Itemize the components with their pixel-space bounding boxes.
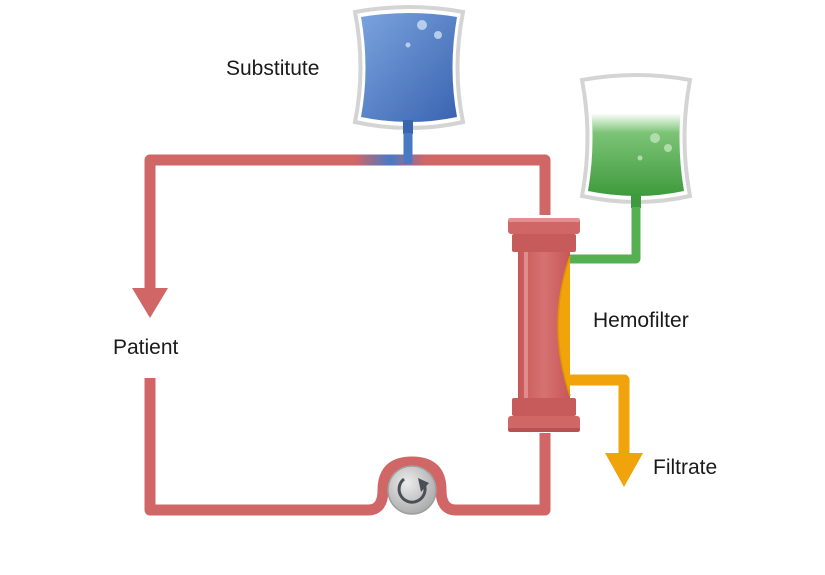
roller-pump <box>387 465 437 515</box>
ultrafiltrate-bag <box>570 73 693 264</box>
arrow-filtrate <box>605 453 643 487</box>
hemofilter <box>508 218 580 432</box>
substitute-mix-zone <box>355 154 425 166</box>
arrow-to-patient <box>132 288 168 318</box>
label-substitute: Substitute <box>226 57 320 80</box>
blood-line-top-left <box>144 154 551 292</box>
blood-circuit <box>144 154 551 516</box>
label-patient: Patient <box>113 336 179 359</box>
label-filtrate: Filtrate <box>653 456 718 479</box>
blood-line-bottom <box>144 378 551 516</box>
filtrate-line <box>565 374 643 487</box>
substitute-bag <box>352 5 466 164</box>
rotation-arrow-icon <box>397 477 429 504</box>
label-hemofilter: Hemofilter <box>593 309 689 332</box>
